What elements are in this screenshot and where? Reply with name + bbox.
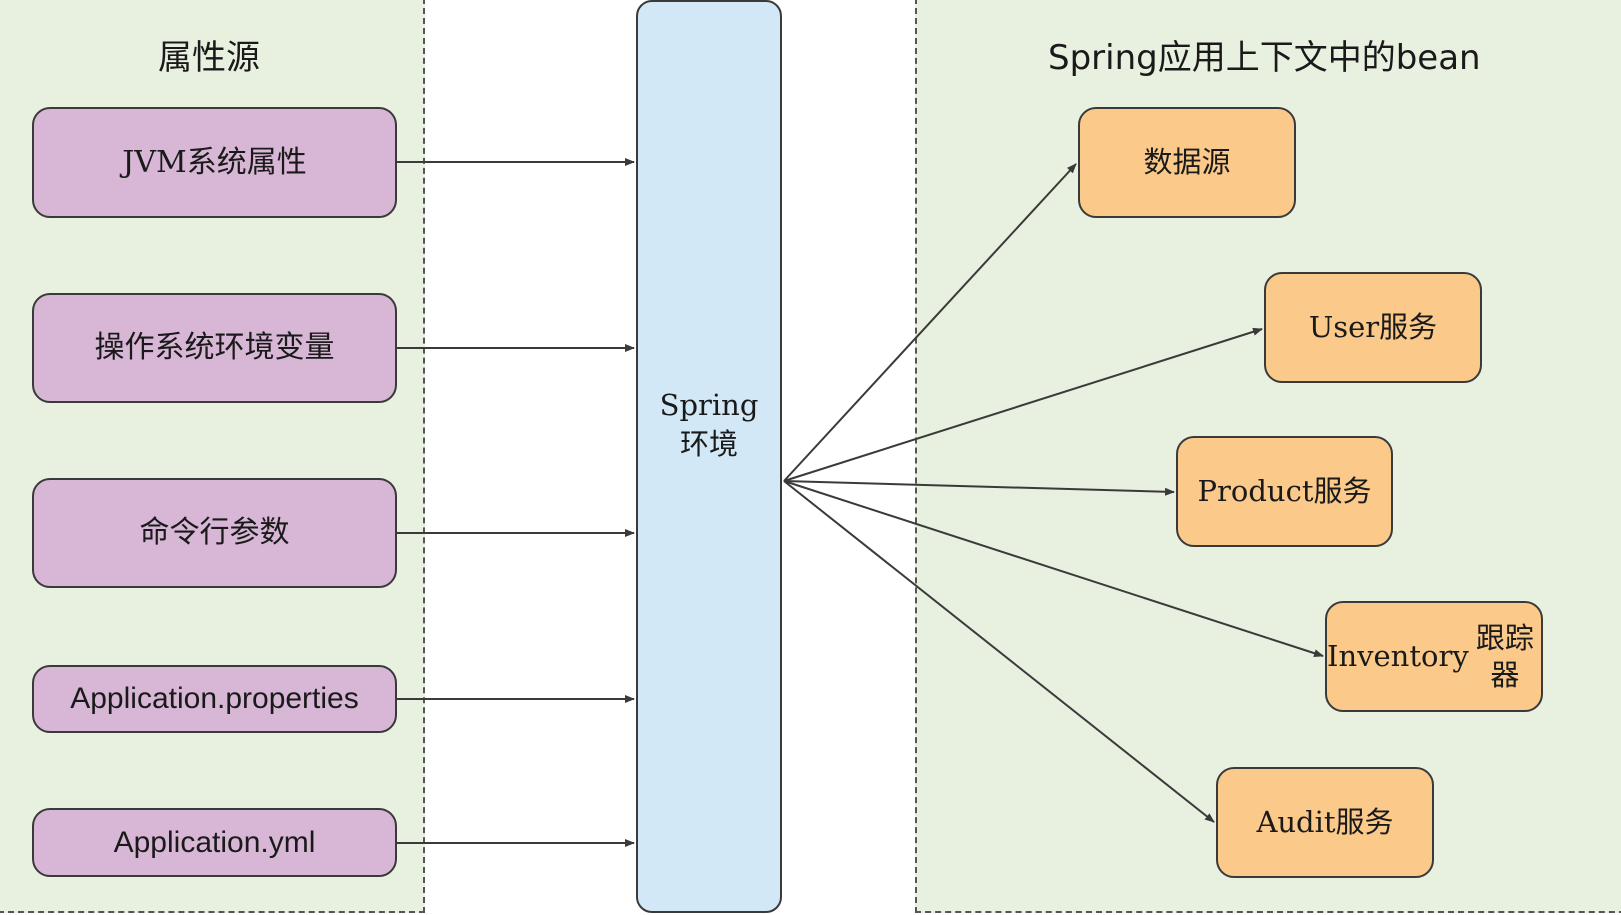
bean-audit-service-label: Audit服务: [1256, 805, 1394, 840]
property-source-os-env: 操作系统环境变量: [32, 293, 397, 403]
property-sources-title: 属性源: [158, 38, 260, 78]
arrow-env-to-product-service: [783, 480, 1175, 496]
property-source-cmdline: 命令行参数: [32, 478, 397, 588]
spring-environment-line2: 环境: [679, 427, 738, 462]
bean-datasource-label: 数据源: [1143, 145, 1231, 180]
bean-product-service-label: Product服务: [1197, 474, 1372, 509]
bean-user-service-label: User服务: [1308, 310, 1438, 345]
bean-datasource: 数据源: [1078, 107, 1296, 218]
beans-panel-title: Spring应用上下文中的bean: [1048, 38, 1481, 78]
arrow-env-to-datasource: [783, 163, 1077, 482]
arrow-env-to-audit-service: [783, 480, 1215, 823]
property-source-app-properties: Application.properties: [32, 665, 397, 733]
bean-product-service: Product服务: [1176, 436, 1393, 547]
bean-inventory-tracker: Inventory 跟踪器: [1325, 601, 1543, 712]
arrow-env-to-user-service: [783, 327, 1263, 482]
spring-environment-line1: Spring: [659, 388, 759, 422]
property-source-app-yml: Application.yml: [32, 808, 397, 877]
bean-inventory-tracker-line1: Inventory: [1327, 639, 1469, 674]
property-source-jvm: JVM系统属性: [32, 107, 397, 218]
bean-user-service: User服务: [1264, 272, 1482, 383]
arrow-env-to-inventory-tracker: [783, 480, 1324, 658]
spring-environment-box: [636, 0, 782, 913]
spring-environment-label: Spring 环境: [636, 386, 782, 464]
bean-inventory-tracker-line2: 跟踪器: [1475, 621, 1534, 692]
bean-audit-service: Audit服务: [1216, 767, 1434, 878]
